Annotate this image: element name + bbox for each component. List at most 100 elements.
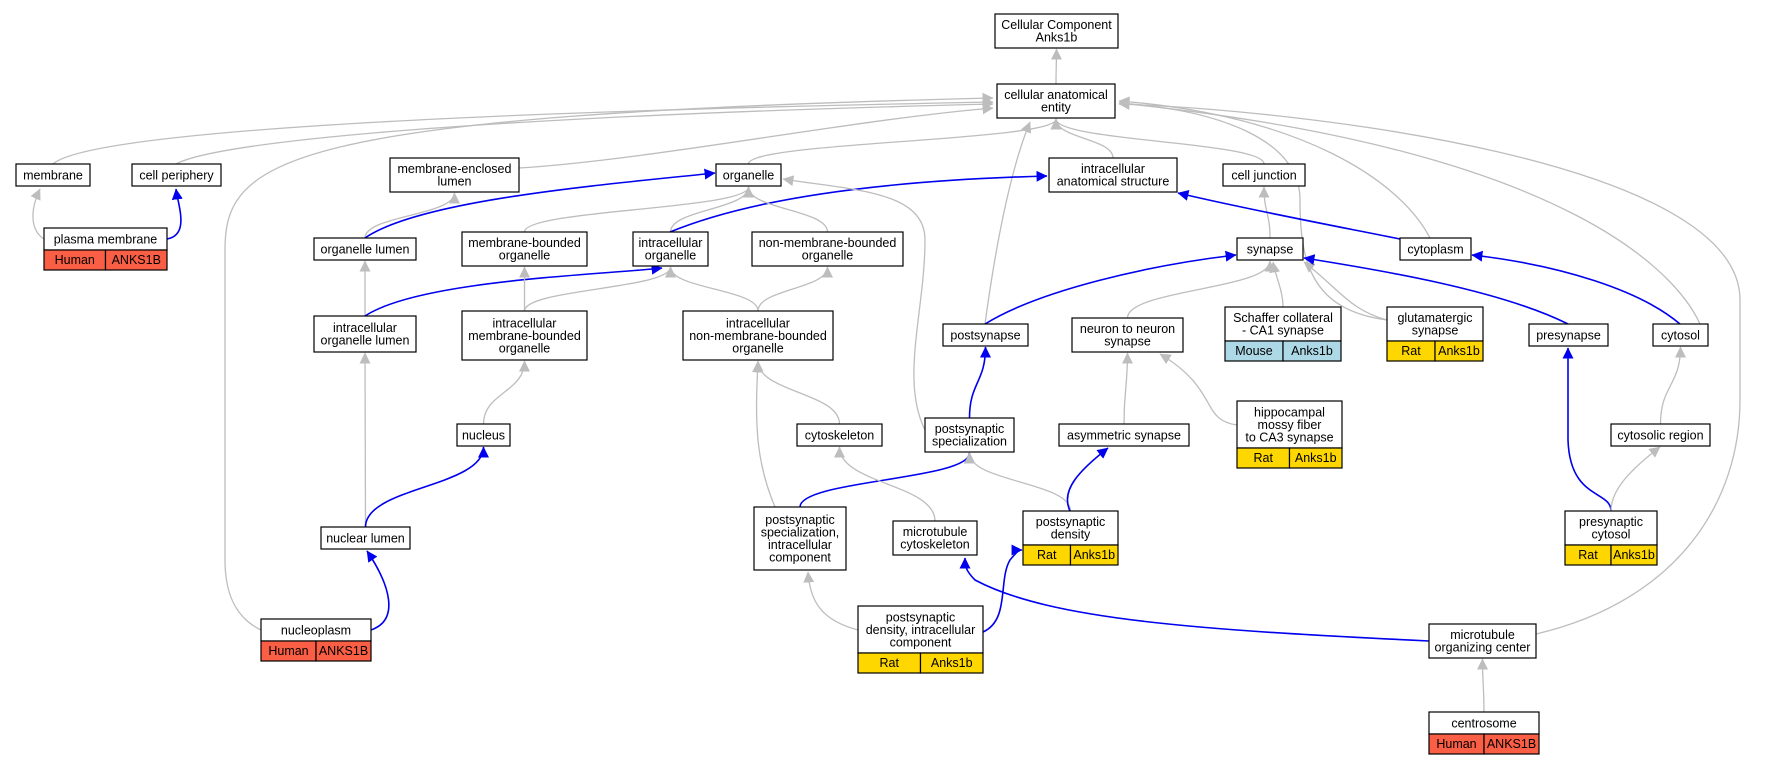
node-label-line: hippocampal — [1254, 405, 1325, 419]
gene-cell — [315, 640, 372, 662]
node-box — [682, 310, 834, 361]
node-synapse[interactable]: synapse — [1236, 237, 1304, 261]
node-label-line: membrane-bounded — [468, 236, 581, 250]
node-organelle[interactable]: organelle — [715, 163, 782, 187]
node-label-line: lumen — [437, 175, 471, 189]
gene-cell — [1610, 544, 1658, 566]
node-cytosol[interactable]: cytosol — [1652, 323, 1709, 347]
node-nucleus[interactable]: nucleus — [456, 423, 511, 447]
node-box — [1564, 510, 1658, 546]
node-cell-junction[interactable]: cell junction — [1222, 163, 1306, 187]
node-label-line: Anks1b — [1036, 31, 1078, 45]
edge-schaffer-collateral-to-synapse — [1269, 261, 1284, 308]
node-box — [320, 526, 411, 550]
edges-layer — [30, 48, 1741, 713]
node-label-line: cytosolic region — [1617, 428, 1703, 442]
node-label-line: specialization, — [761, 526, 840, 540]
edge-intracellular-non-membrane-bounded-organelle-to-non-membrane-bounded-organelle — [757, 266, 833, 312]
node-postsynapse[interactable]: postsynapse — [942, 323, 1029, 347]
edge-microtubule-organizing-center-to-microtubule-cytoskeleton — [959, 557, 1430, 642]
gene-cell — [104, 249, 168, 271]
node-box — [1652, 323, 1709, 347]
node-label-line: nuclear lumen — [326, 531, 405, 545]
gene-label: Anks1b — [1291, 344, 1333, 358]
edge-intracellular-non-membrane-bounded-organelle-to-intracellular-organelle — [665, 266, 759, 312]
edge-postsynapse-to-synapse — [984, 250, 1237, 325]
edge-postsynapse-to-cellular-anatomical-entity — [984, 121, 1032, 325]
edge-non-membrane-bounded-organelle-to-organelle — [743, 186, 829, 233]
node-label-line: cytoskeleton — [900, 538, 970, 552]
gene-label: Anks1b — [1073, 548, 1115, 562]
node-postsynaptic-specialization-intracellular-component[interactable]: postsynapticspecialization,intracellular… — [753, 506, 847, 571]
edge-organelle-lumen-to-organelle — [364, 168, 716, 239]
node-intracellular-non-membrane-bounded-organelle[interactable]: intracellularnon-membrane-boundedorganel… — [682, 310, 834, 361]
node-label-line: membrane — [23, 168, 83, 182]
node-box — [1048, 157, 1178, 193]
node-cell-periphery[interactable]: cell periphery — [131, 163, 222, 187]
node-label-line: intracellular — [768, 538, 832, 552]
node-label-line: synapse — [1247, 242, 1294, 256]
edge-postsynaptic-density-intracellular-component-to-postsynaptic-specialization-intracellular-component — [803, 571, 859, 631]
edge-intracellular-organelle-lumen-to-intracellular-organelle — [364, 263, 663, 317]
gene-label: Anks1b — [931, 656, 973, 670]
edge-intracellular-anatomical-structure-to-cellular-anatomical-entity — [1050, 118, 1114, 159]
node-label-line: intracellular — [333, 321, 397, 335]
node-label-line: intracellular — [726, 316, 790, 330]
node-label-line: postsynapse — [950, 328, 1020, 342]
node-cytosolic-region[interactable]: cytosolic region — [1610, 423, 1711, 447]
node-cytoplasm[interactable]: cytoplasm — [1399, 237, 1472, 261]
gene-cell — [1483, 733, 1540, 755]
node-cytoskeleton[interactable]: cytoskeleton — [796, 423, 883, 447]
edge-cytosol-to-cytoplasm — [1471, 250, 1681, 325]
node-box — [1222, 163, 1306, 187]
edge-cytosol-to-cellular-anatomical-entity — [1118, 98, 1701, 325]
node-box — [1224, 306, 1342, 342]
node-box — [1058, 423, 1190, 447]
node-asymmetric-synapse[interactable]: asymmetric synapse — [1058, 423, 1190, 447]
gene-label: Anks1b — [1295, 451, 1337, 465]
edge-cytoplasm-to-cellular-anatomical-entity — [1118, 96, 1431, 239]
node-presynapse[interactable]: presynapse — [1528, 323, 1609, 347]
species-label: Human — [268, 644, 308, 658]
edge-asymmetric-synapse-to-neuron-to-neuron-synapse — [1121, 352, 1133, 425]
node-organelle-lumen[interactable]: organelle lumen — [313, 237, 417, 261]
edge-cellular-anatomical-entity-to-cellular-component — [1050, 48, 1062, 85]
node-nuclear-lumen[interactable]: nuclear lumen — [320, 526, 411, 550]
node-box — [857, 605, 984, 654]
node-label-line: plasma membrane — [54, 232, 158, 246]
node-label-line: synapse — [1412, 324, 1459, 338]
species-label: Rat — [1401, 344, 1421, 358]
node-label-line: cytoplasm — [1407, 242, 1463, 256]
edge-membrane-bounded-organelle-to-organelle — [523, 186, 754, 233]
node-label-line: organizing center — [1435, 641, 1531, 655]
node-membrane[interactable]: membrane — [15, 163, 91, 187]
edge-glutamatergic-synapse-to-cellular-anatomical-entity — [1118, 98, 1388, 321]
edge-presynapse-to-synapse — [1303, 254, 1569, 325]
node-box — [753, 506, 847, 571]
node-label-line: synapse — [1104, 335, 1151, 349]
edge-microtubule-organizing-center-to-cellular-anatomical-entity — [1118, 98, 1741, 635]
node-box — [389, 157, 520, 193]
